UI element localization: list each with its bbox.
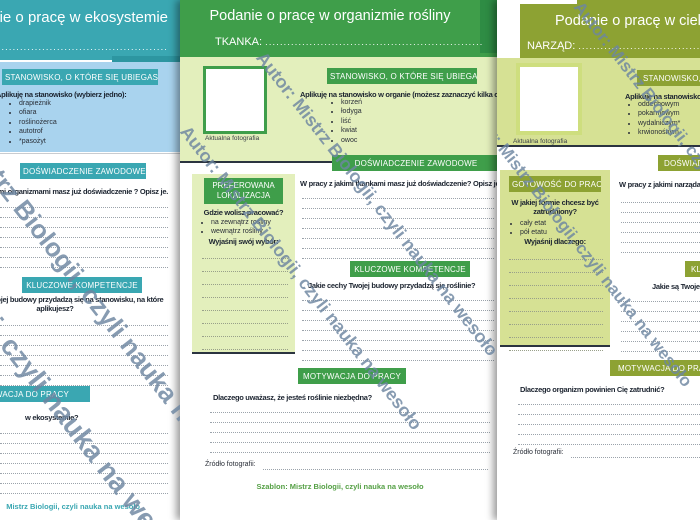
photo-source-label: Źródło fotografii: xyxy=(205,461,256,468)
experience-heading: DOŚWIADCZENIE ZAWODOWE xyxy=(332,155,497,171)
field-label: TKANKA: xyxy=(215,36,263,48)
photo-placeholder xyxy=(203,66,267,134)
position-heading: STANOWISKO, O KTÓRE SIĘ UBIEGASZ: xyxy=(637,70,700,86)
competences-heading: KLUCZOWE KOMPETENCJE xyxy=(350,261,470,277)
position-option: łodyga xyxy=(341,107,362,116)
motivation-heading: MOTYWACJA DO PRACY xyxy=(0,386,90,402)
position-option: liść xyxy=(341,117,362,126)
field-label: NARZĄD: xyxy=(527,40,576,52)
motivation-question: w ekosystemie? xyxy=(25,413,79,422)
experience-question: W pracy z jakimi organizmami masz już do… xyxy=(0,187,168,196)
position-option: korzeń xyxy=(341,98,362,107)
position-option: autotrof xyxy=(19,127,57,136)
location-question: Gdzie wolisz pracować? xyxy=(203,208,284,217)
page-header xyxy=(520,4,700,58)
motivation-heading: MOTYWACJA DO PRACY xyxy=(610,360,700,376)
field-fill-in-dots: ........................................ xyxy=(578,41,700,51)
worksheet-page-ecosystem[interactable]: Podanie o pracę w ekosystemie ..........… xyxy=(0,0,180,520)
write-in-lines xyxy=(202,246,288,350)
motivation-question: Dlaczego organizm powinien Cię zatrudnić… xyxy=(520,385,665,394)
write-in-lines xyxy=(0,424,168,494)
position-option: oddechowym xyxy=(638,100,680,109)
competences-question: Jakie są Twoje xyxy=(652,282,700,291)
worksheet-page-human[interactable]: Podanie o pracę w ciele człowieka NARZĄD… xyxy=(497,0,700,520)
position-prompt: Aplikuję na stanowisko w organie (możesz… xyxy=(300,90,497,99)
experience-heading: DOŚWIADCZENIE ZAWODOWE xyxy=(658,155,700,171)
experience-question: W pracy z jakimi narządami masz już dośw… xyxy=(619,180,700,189)
experience-heading: DOŚWIADCZENIE ZAWODOWE xyxy=(20,163,146,179)
field-line: NARZĄD: ................................… xyxy=(527,40,700,52)
competences-heading: KLUCZOWE KOMPETENCJE xyxy=(22,277,142,293)
page-title: Podanie o pracę w organizmie rośliny xyxy=(209,8,451,24)
position-options-list: oddechowym pokarmowymwydalniczym*krwiono… xyxy=(627,100,680,138)
photo-source-label: Źródło fotografii: xyxy=(513,449,564,456)
worksheet-page-plant[interactable]: Podanie o pracę w organizmie rośliny TKA… xyxy=(180,0,497,520)
position-option: pokarmowym xyxy=(638,109,680,118)
position-option: krwionośnym xyxy=(638,128,680,137)
header-edge xyxy=(480,0,497,53)
position-option: drapieżnik xyxy=(19,99,57,108)
photo-caption: Aktualna fotografia xyxy=(513,138,568,145)
location-prompt2: Wyjaśnij swój wybór: xyxy=(208,237,279,246)
position-option: kwiat xyxy=(341,126,362,135)
location-option: wewnątrz rośliny xyxy=(211,227,271,236)
readiness-option: cały etat xyxy=(520,219,547,228)
readiness-question: W jakiej formie chcesz być zatrudniony? xyxy=(511,198,599,216)
position-heading: STANOWISKO, O KTÓRE SIĘ UBIEGASZ: xyxy=(2,69,158,85)
page-header xyxy=(180,0,497,57)
position-option: *pasożyt xyxy=(19,137,57,146)
readiness-options-list: cały etat pół etatu xyxy=(509,219,547,238)
readiness-option: pół etatu xyxy=(520,228,547,237)
position-option: wydalniczym* xyxy=(638,119,680,128)
position-option: owoc xyxy=(341,136,362,145)
title-fill-in-dots: ........................................… xyxy=(0,42,168,52)
position-heading: STANOWISKO, O KTÓRE SIĘ UBIEGASZ: xyxy=(327,68,477,84)
location-option: na zewnątrz rośliny xyxy=(211,218,271,227)
section-divider xyxy=(0,153,180,154)
write-in-lines xyxy=(621,292,700,352)
page-title: Podanie o pracę w ciele człowieka xyxy=(555,13,700,29)
write-in-lines xyxy=(0,198,168,268)
location-heading: PREFEROWANA LOKALIZACJA xyxy=(204,178,283,204)
write-in-lines xyxy=(0,316,168,386)
write-in-lines xyxy=(518,395,700,445)
photo-source-line xyxy=(571,448,700,458)
position-option: ofiara xyxy=(19,108,57,117)
position-options-list: korzeń łodygaliśćkwiatowoc xyxy=(330,98,362,145)
readiness-heading: GOTOWOŚĆ DO PRACY xyxy=(509,176,601,192)
write-in-lines xyxy=(509,247,603,351)
readiness-panel xyxy=(500,170,610,347)
location-options-list: na zewnątrz rośliny wewnątrz rośliny xyxy=(200,218,271,237)
photo-caption: Aktualna fotografia xyxy=(205,135,260,142)
field-line: TKANKA: ................................… xyxy=(215,36,483,48)
field-fill-in-dots: ........................................… xyxy=(265,37,484,47)
competences-question: Jakie cechy Twojej budowy przydadzą się … xyxy=(0,295,164,313)
motivation-heading: MOTYWACJA DO PRACY xyxy=(298,368,406,384)
experience-question: W pracy z jakimi tkankami masz już doświ… xyxy=(300,179,497,188)
position-options-list: drapieżnik ofiararoślinożercaautotrof*pa… xyxy=(8,99,57,146)
position-option: roślinożerca xyxy=(19,118,57,127)
position-prompt: Aplikuję na stanowisko (wybierz jedno): xyxy=(0,90,127,99)
template-credit: Mistrz Biologii, czyli nauka na wesoło xyxy=(6,502,140,511)
photo-placeholder xyxy=(516,63,582,135)
header-accent-strip xyxy=(112,56,180,65)
location-panel xyxy=(192,174,295,354)
position-prompt: Aplikuję na stanowisko w układzie xyxy=(625,92,700,101)
page-title: Podanie o pracę w ekosystemie xyxy=(0,9,168,26)
template-credit: Szablon: Mistrz Biologii, czyli nauka na… xyxy=(256,482,424,491)
page-header xyxy=(0,0,180,60)
readiness-prompt2: Wyjaśnij dlaczego: xyxy=(524,237,586,246)
motivation-question: Dlaczego uważasz, że jesteś roślinie nie… xyxy=(213,393,372,402)
write-in-lines xyxy=(621,193,700,253)
competences-question: Jakie cechy Twojej budowy przydadzą się … xyxy=(308,281,476,290)
photo-source-line xyxy=(263,460,488,470)
write-in-lines xyxy=(210,403,490,453)
competences-heading: KLUCZOWE KOMPETENCJE xyxy=(685,261,700,277)
write-in-lines xyxy=(302,189,494,259)
write-in-lines xyxy=(302,291,494,361)
